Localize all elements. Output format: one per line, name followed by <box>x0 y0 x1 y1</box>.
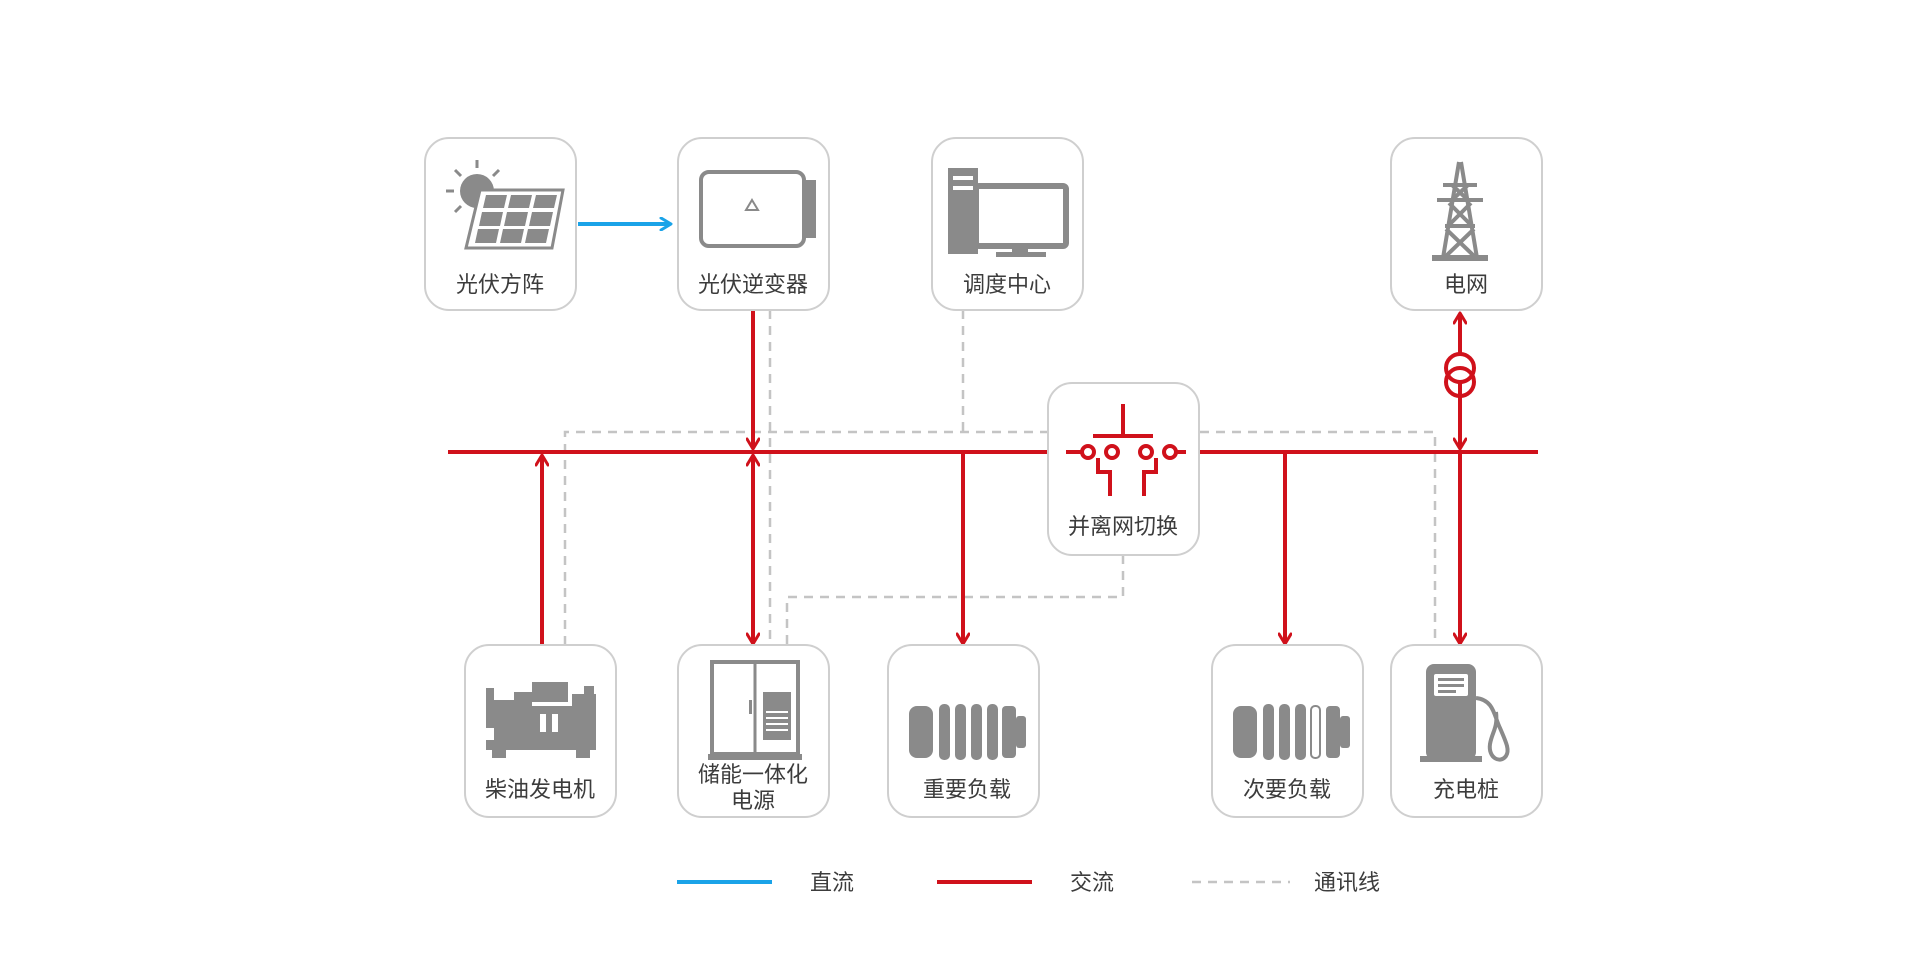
node-label-line1: 储能一体化 <box>698 763 808 788</box>
transformer-icon <box>1444 352 1476 398</box>
legend-item-comm: 通讯线 <box>1192 871 1380 896</box>
node-secondary-load[interactable]: 次要负载 <box>1211 644 1364 818</box>
solar-panel-icon <box>446 160 565 250</box>
battery-load-icon <box>909 704 1026 760</box>
comm-line-switch <box>785 555 1125 645</box>
node-storage[interactable]: 储能一体化 电源 <box>677 644 830 818</box>
node-diesel-generator[interactable]: 柴油发电机 <box>464 644 617 818</box>
inverter-icon <box>699 170 816 248</box>
power-tower-icon <box>1432 161 1488 261</box>
comm-line-bus <box>563 430 1437 645</box>
node-label: 柴油发电机 <box>485 778 595 803</box>
battery-load-icon <box>1233 704 1350 760</box>
node-label: 光伏方阵 <box>456 273 544 298</box>
legend-item-dc: 直流 <box>677 871 854 896</box>
computer-icon <box>948 168 1069 257</box>
node-dispatch-center[interactable]: 调度中心 <box>931 137 1084 311</box>
generator-icon <box>486 682 596 758</box>
node-pv-inverter[interactable]: 光伏逆变器 <box>677 137 830 311</box>
node-grid[interactable]: 电网 <box>1390 137 1543 311</box>
node-grid-switch[interactable]: 并离网切换 <box>1047 382 1200 556</box>
node-important-load[interactable]: 重要负载 <box>887 644 1040 818</box>
node-label-line2: 电源 <box>731 789 775 814</box>
legend-label-comm: 通讯线 <box>1314 871 1380 896</box>
node-label: 调度中心 <box>963 273 1051 298</box>
legend-label-dc: 直流 <box>810 871 854 896</box>
charging-pile-icon <box>1420 664 1510 762</box>
node-label: 并离网切换 <box>1068 515 1178 540</box>
grid-switch-icon <box>1066 404 1186 496</box>
node-pv-array[interactable]: 光伏方阵 <box>424 137 577 311</box>
comm-lines <box>563 310 1437 645</box>
node-charging-pile[interactable]: 充电桩 <box>1390 644 1543 818</box>
node-label: 电网 <box>1444 273 1488 298</box>
storage-cabinet-icon <box>708 660 802 760</box>
node-label: 次要负载 <box>1243 778 1331 803</box>
node-label: 光伏逆变器 <box>698 273 808 298</box>
node-label: 重要负载 <box>923 778 1011 803</box>
legend: 直流 交流 通讯线 <box>677 871 1380 896</box>
legend-item-ac: 交流 <box>937 871 1114 896</box>
node-label: 充电桩 <box>1433 778 1499 803</box>
legend-label-ac: 交流 <box>1070 871 1114 896</box>
